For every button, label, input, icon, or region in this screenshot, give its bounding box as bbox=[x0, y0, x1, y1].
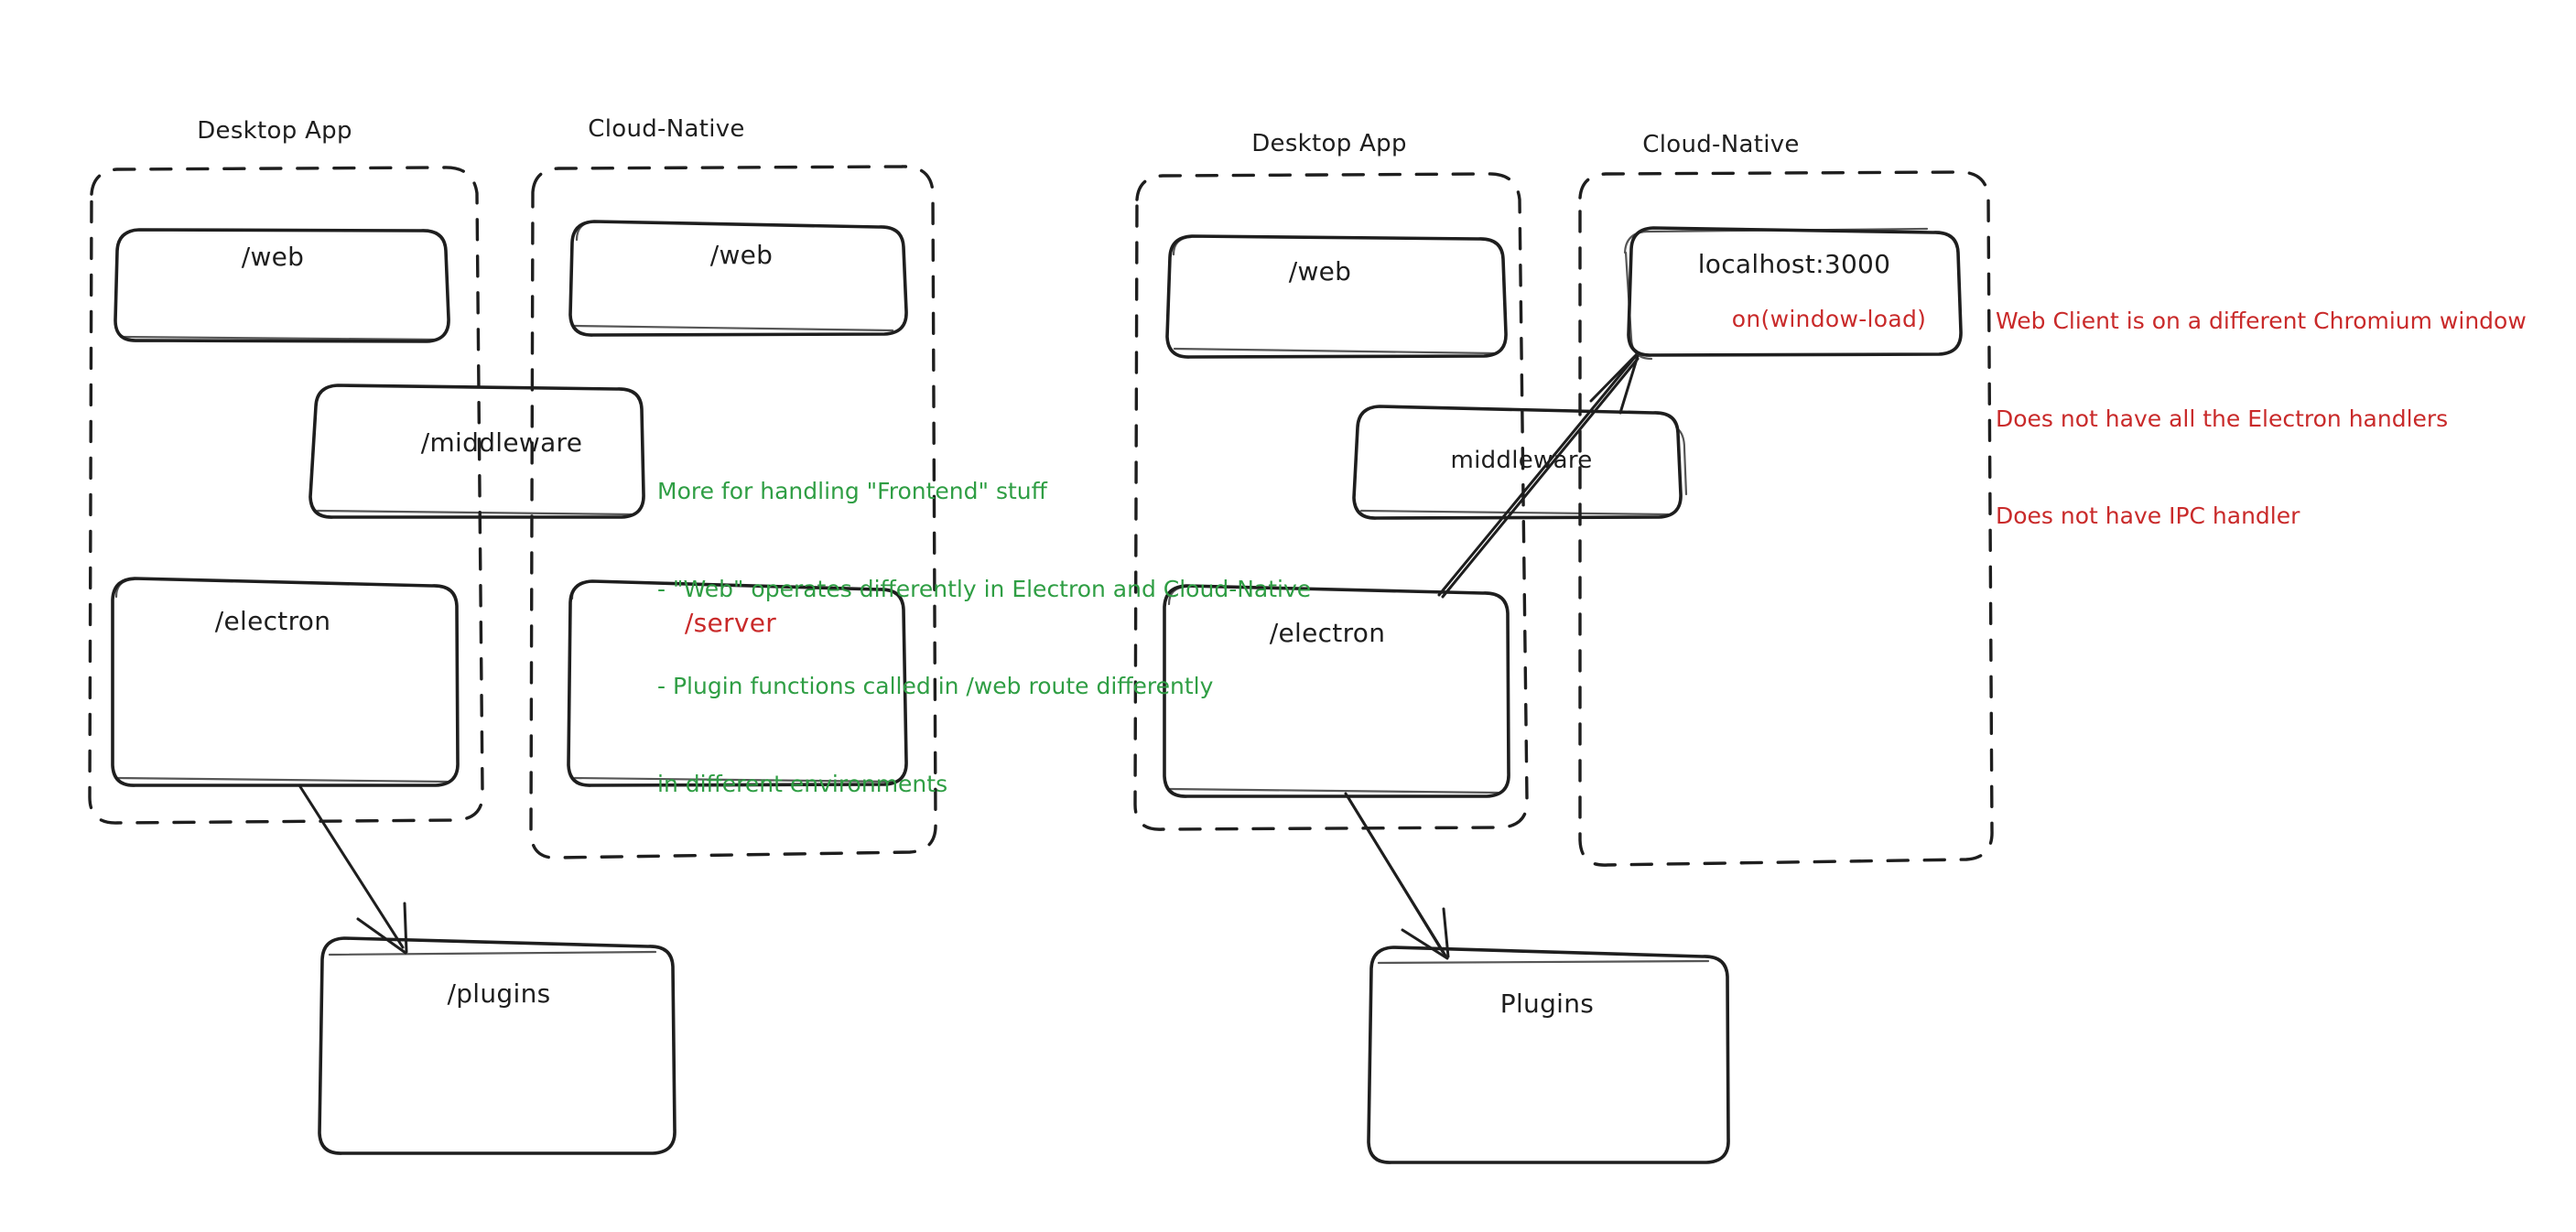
right-localhost-sublabel: on(window-load) bbox=[1731, 306, 1927, 332]
right-electron-to-localhost-arrow bbox=[1437, 353, 1640, 599]
left-electron-label: /electron bbox=[214, 606, 331, 636]
red-note-line-3: Does not have IPC handler bbox=[1996, 503, 2300, 529]
left-desktop-app-title: Desktop App bbox=[197, 117, 352, 145]
right-desktop-web-label: /web bbox=[1288, 256, 1352, 286]
left-cloud-native-title: Cloud-Native bbox=[588, 115, 745, 143]
green-note-line-4: in different environments bbox=[657, 770, 948, 797]
left-desktop-web-label: /web bbox=[241, 242, 305, 272]
right-electron-to-plugins-arrow bbox=[1344, 792, 1450, 960]
right-cloud-native-title: Cloud-Native bbox=[1642, 131, 1800, 158]
right-desktop-app-title: Desktop App bbox=[1251, 130, 1407, 157]
right-desktop-web-box bbox=[1165, 234, 1508, 359]
left-plugins-box bbox=[318, 936, 676, 1155]
left-server-label: /server bbox=[684, 608, 777, 638]
left-cloud-web-label: /web bbox=[709, 240, 774, 270]
right-plugins-box bbox=[1367, 946, 1730, 1164]
right-electron-label: /electron bbox=[1269, 618, 1386, 648]
red-note-line-1: Web Client is on a different Chromium wi… bbox=[1996, 308, 2527, 334]
right-plugins-label: Plugins bbox=[1499, 989, 1595, 1019]
left-cloud-web-box bbox=[568, 220, 908, 337]
green-note-line-2: - "Web" operates differently in Electron… bbox=[657, 575, 1312, 602]
left-electron-to-plugins-arrow bbox=[298, 784, 408, 955]
green-note-line-1: More for handling "Frontend" stuff bbox=[657, 478, 1047, 504]
right-localhost-box bbox=[1623, 226, 1963, 361]
left-plugins-label: /plugins bbox=[447, 978, 551, 1009]
green-annotation-note: More for handling "Frontend" stuff - "We… bbox=[657, 410, 1311, 865]
left-middleware-label: /middleware bbox=[420, 427, 583, 458]
right-middleware-label: middleware bbox=[1450, 447, 1593, 474]
right-localhost-label: localhost:3000 bbox=[1697, 249, 1891, 279]
red-annotation-note: Web Client is on a different Chromium wi… bbox=[1996, 240, 2527, 598]
green-note-line-3: - Plugin functions called in /web route … bbox=[657, 673, 1214, 699]
red-note-line-2: Does not have all the Electron handlers bbox=[1996, 405, 2449, 432]
